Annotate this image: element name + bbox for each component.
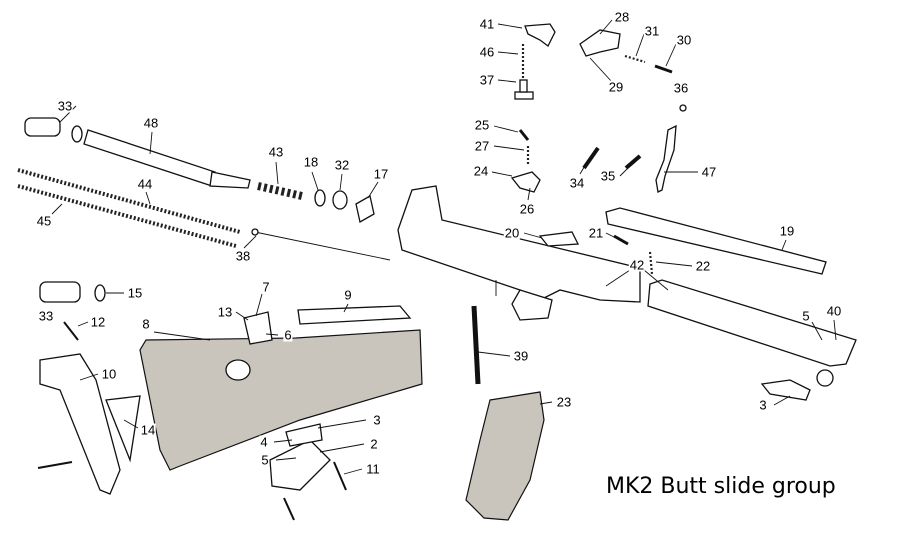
part-12-screw	[63, 321, 79, 341]
part-33-cap-lower	[39, 281, 81, 303]
part-9-pad	[297, 305, 412, 325]
label-18: 18	[302, 154, 320, 170]
label-7: 7	[261, 279, 271, 295]
part-32-nut	[332, 190, 348, 210]
label-37: 37	[478, 72, 496, 88]
label-17: 17	[372, 166, 390, 182]
label-44: 44	[136, 176, 154, 192]
label-9: 9	[343, 287, 353, 303]
part-22-spring	[648, 251, 654, 275]
part-35-pin	[624, 154, 642, 170]
label-32: 32	[333, 157, 351, 173]
label-22: 22	[694, 258, 712, 274]
part-6-plate	[225, 311, 273, 381]
label-6: 6	[283, 327, 293, 343]
part-37-plunger	[514, 79, 534, 100]
part-33-cap	[24, 117, 83, 143]
label-33: 33	[56, 98, 74, 114]
label-3-lower: 3	[372, 412, 382, 428]
label-31: 31	[643, 23, 661, 39]
label-36: 36	[672, 80, 690, 96]
part-42-slide	[647, 279, 857, 367]
label-2: 2	[369, 436, 379, 452]
part-34-pin	[582, 146, 600, 170]
part-25-27-pins	[518, 129, 530, 164]
label-5: 5	[801, 308, 811, 324]
part-44-spring	[17, 168, 241, 234]
label-4: 4	[259, 434, 269, 450]
label-15: 15	[126, 285, 144, 301]
part-45-spring	[17, 184, 237, 248]
label-23: 23	[555, 394, 573, 410]
part-21-pin	[613, 234, 629, 246]
label-27: 27	[473, 138, 491, 154]
part-47-trigger	[655, 124, 677, 193]
part-17-block	[355, 194, 375, 224]
label-43: 43	[267, 144, 285, 160]
leader-lines	[51, 19, 837, 475]
part-38-rod	[251, 228, 391, 261]
label-29: 29	[607, 79, 625, 95]
label-35: 35	[599, 168, 617, 184]
part-14-plate	[105, 395, 141, 463]
part-23-grip	[465, 391, 545, 521]
label-20: 20	[503, 225, 521, 241]
part-24-hammer	[510, 171, 541, 193]
part-hinge-2	[269, 423, 331, 491]
label-40: 40	[825, 303, 843, 319]
part-36-pin	[679, 104, 687, 112]
label-47: 47	[700, 164, 718, 180]
part-10-buttplate	[39, 353, 121, 495]
label-3: 3	[758, 397, 768, 413]
label-28: 28	[613, 9, 631, 25]
part-39-pin	[471, 305, 481, 385]
label-5-lower: 5	[260, 452, 270, 468]
label-38: 38	[234, 248, 252, 264]
label-14: 14	[139, 422, 157, 438]
label-11: 11	[365, 461, 381, 477]
label-13: 13	[216, 304, 234, 320]
part-48-tube	[83, 129, 251, 189]
label-21: 21	[587, 225, 605, 241]
part-butt-stock	[139, 329, 423, 471]
label-25: 25	[473, 117, 491, 133]
label-41: 41	[478, 16, 496, 32]
label-33-lower: 33	[37, 308, 55, 324]
label-45: 45	[35, 213, 53, 229]
screws	[37, 461, 347, 521]
label-34: 34	[568, 175, 586, 191]
label-26: 26	[518, 201, 536, 217]
part-30-pin	[654, 64, 673, 74]
label-12: 12	[89, 314, 107, 330]
label-48: 48	[142, 115, 160, 131]
part-28-lever	[579, 29, 621, 57]
label-30: 30	[675, 32, 693, 48]
part-31-spring	[624, 54, 646, 64]
label-10: 10	[100, 366, 118, 382]
label-19: 19	[778, 223, 796, 239]
label-39: 39	[512, 348, 530, 364]
label-46: 46	[478, 44, 496, 60]
part-43-spring	[257, 182, 303, 200]
part-3-latch	[760, 369, 834, 401]
label-42: 42	[628, 257, 646, 273]
label-8: 8	[141, 316, 151, 332]
part-15-washer	[94, 284, 106, 302]
diagram-title: MK2 Butt slide group	[606, 474, 836, 499]
part-41-catch	[524, 23, 556, 47]
part-receiver	[397, 185, 641, 321]
part-19-cover	[605, 207, 827, 275]
part-20-sear	[538, 231, 580, 247]
part-18-washer	[314, 189, 326, 207]
label-24: 24	[472, 163, 490, 179]
